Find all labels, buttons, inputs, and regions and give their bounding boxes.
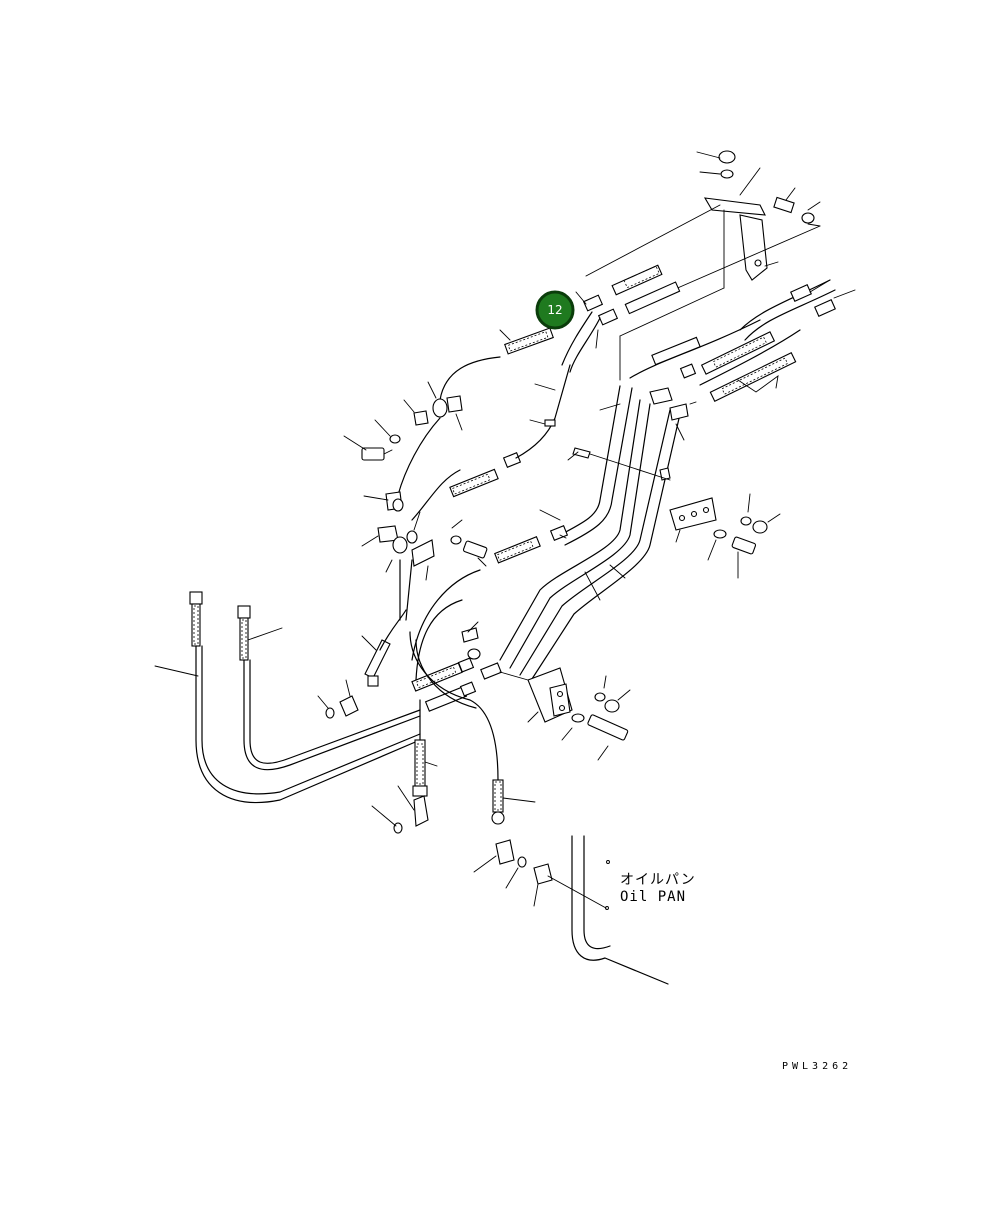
oil-pan-area: オイルパン Oil PAN bbox=[473, 835, 696, 985]
right-mid-bracket bbox=[567, 387, 781, 579]
lower-center-hoses bbox=[317, 569, 536, 834]
main-pipe-run bbox=[499, 385, 681, 683]
right-hose-group bbox=[629, 279, 856, 402]
callout-badge-12[interactable]: 12 bbox=[535, 290, 575, 330]
upper-left-brackets bbox=[343, 381, 488, 621]
lower-bracket bbox=[461, 621, 631, 761]
drawing-code: PWL3262 bbox=[782, 1061, 852, 1072]
oil-pan-label-jp: オイルパン bbox=[620, 872, 696, 888]
left-u-hoses bbox=[154, 591, 421, 804]
mid-left-fittings bbox=[449, 364, 571, 564]
callout-label: 12 bbox=[547, 303, 562, 317]
upper-hose-fittings bbox=[439, 264, 681, 401]
top-bracket-assembly bbox=[585, 150, 821, 381]
oil-pan-label-en: Oil PAN bbox=[620, 889, 686, 905]
